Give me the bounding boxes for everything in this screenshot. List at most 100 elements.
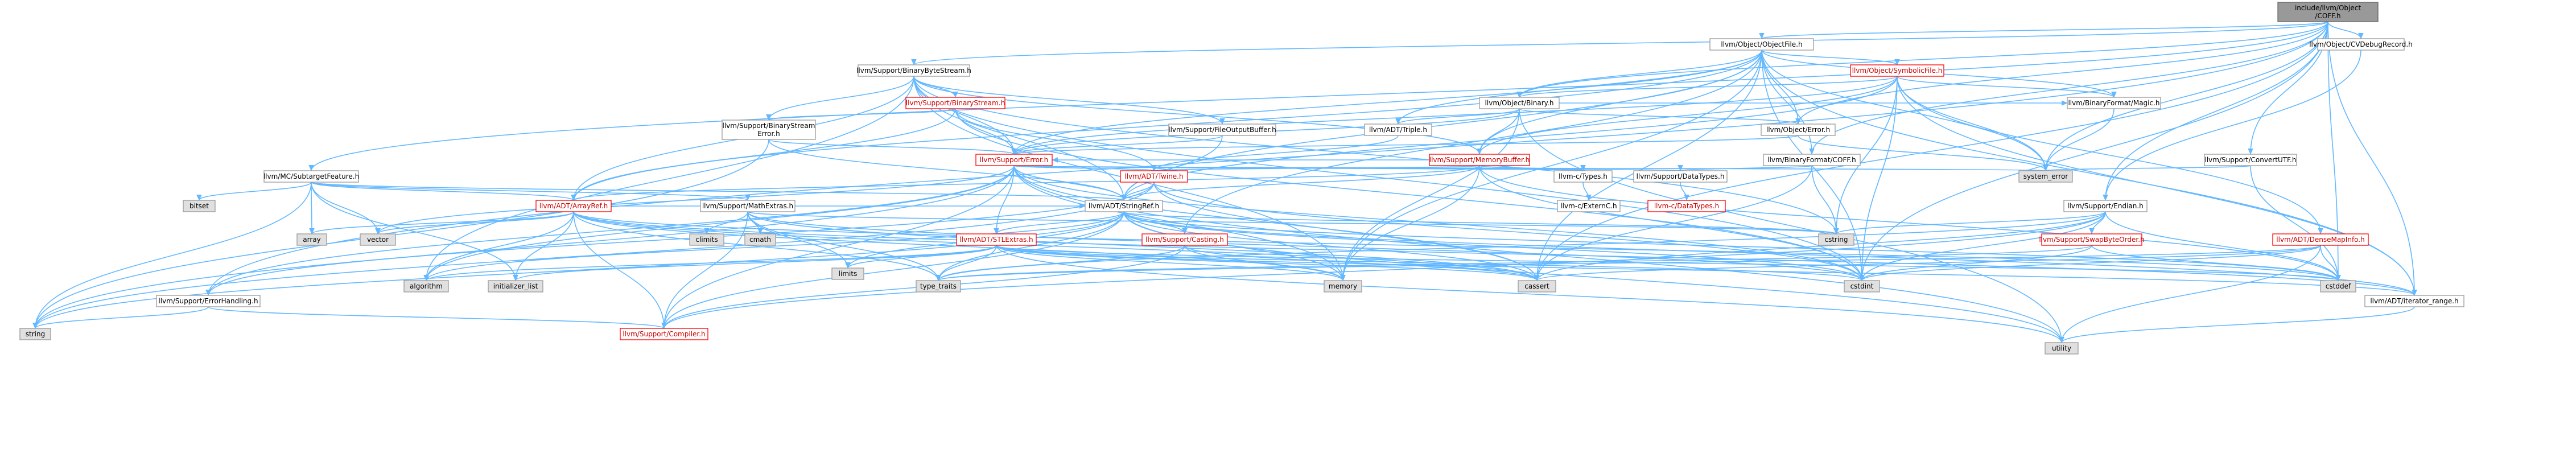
node-symbolicfile[interactable]: llvm/Object/SymbolicFile.h [1850, 64, 1944, 77]
node-box [2317, 38, 2405, 51]
edge-suppError-to-errhandling [208, 165, 1015, 295]
node-label: algorithm [410, 282, 443, 290]
node-bfmagic[interactable]: llvm/BinaryFormat/Magic.h [2067, 97, 2161, 109]
edge-mcsubtarget-to-string [35, 182, 312, 328]
edge-symbolicfile-to-syserror [1897, 76, 2046, 171]
node-mcsubtarget[interactable]: llvm/MC/SubtargetFeature.h [263, 170, 359, 183]
edge-root-to-objbinary [1519, 21, 2328, 97]
node-endian[interactable]: llvm/Support/Endian.h [2063, 200, 2148, 212]
node-box [831, 267, 864, 280]
node-box [1844, 280, 1880, 293]
edge-endian-to-compiler [664, 211, 2106, 328]
node-stlextras[interactable]: llvm/ADT/STLExtras.h [956, 233, 1037, 246]
edge-endian-to-cstring [1836, 211, 2106, 234]
edge-arrayref-to-cstddef [573, 211, 2338, 281]
node-datatypes[interactable]: llvm/Support/DataTypes.h [1633, 170, 1728, 183]
node-root[interactable]: include/llvm/Object/COFF.h [2277, 2, 2379, 22]
node-limits: limits [831, 267, 864, 280]
node-label: llvm/Support/FileOutputBuffer.h [1168, 126, 1276, 134]
edge-arrayref-to-initlist [516, 211, 574, 281]
node-box [1479, 97, 1560, 109]
node-box [722, 120, 816, 140]
node-arrayref[interactable]: llvm/ADT/ArrayRef.h [535, 200, 612, 212]
node-box [1647, 200, 1726, 212]
edge-objectfile-to-bfcoff [1761, 50, 1812, 154]
edge-stlextras-to-initlist [516, 245, 997, 281]
node-box [2067, 97, 2161, 109]
node-objbinary[interactable]: llvm/Object/Binary.h [1479, 97, 1560, 109]
node-cdatatypes[interactable]: llvm-c/DataTypes.h [1647, 200, 1726, 212]
edge-arrayref-to-algorithm [426, 211, 574, 281]
edge-stringref-to-algorithm [426, 211, 1124, 281]
node-membuf[interactable]: llvm/Support/MemoryBuffer.h [1429, 154, 1530, 166]
node-cvdebug[interactable]: llvm/Object/CVDebugRecord.h [2309, 38, 2413, 51]
node-label: llvm-c/Types.h [1559, 172, 1608, 180]
node-box [2204, 154, 2297, 166]
edge-stlextras-to-limits [848, 245, 997, 268]
node-suppError[interactable]: llvm/Support/Error.h [975, 154, 1053, 166]
node-casting[interactable]: llvm/Support/Casting.h [1141, 233, 1228, 246]
node-mathextras[interactable]: llvm/Support/MathExtras.h [700, 200, 796, 212]
edge-objbinary-to-utility [1519, 108, 2062, 343]
node-swapbyte[interactable]: llvm/Support/SwapByteOrder.h [2039, 233, 2145, 246]
node-box [1085, 200, 1163, 212]
edge-arrayref-to-compiler [573, 211, 664, 328]
node-label: llvm/ADT/Triple.h [1369, 126, 1427, 134]
node-box [360, 233, 396, 246]
edge-suppError-to-twine [1013, 166, 1154, 171]
node-box [956, 233, 1037, 246]
edge-stringref-to-string [35, 211, 1124, 328]
node-box [156, 295, 261, 307]
node-algorithm: algorithm [403, 280, 449, 293]
edge-objectfile-to-cassert [1537, 50, 1762, 281]
node-label: llvm/Support/Compiler.h [623, 330, 705, 338]
node-label: llvm/Support/SwapByteOrder.h [2039, 236, 2144, 244]
node-iterrange[interactable]: llvm/ADT/iterator_range.h [2364, 295, 2464, 307]
node-binarystream[interactable]: llvm/Support/BinaryStream.h [905, 97, 1005, 109]
edge-bfmagic-to-syserror [2046, 108, 2115, 171]
edge-suppError-to-algorithm [426, 165, 1015, 281]
node-bfcoff[interactable]: llvm/BinaryFormat/COFF.h [1763, 154, 1861, 166]
node-ctypes[interactable]: llvm-c/Types.h [1553, 170, 1613, 183]
edge-arrayref-to-array [312, 211, 574, 234]
node-fileoutbuf[interactable]: llvm/Support/FileOutputBuffer.h [1168, 123, 1276, 136]
edge-mcsubtarget-to-array [311, 182, 312, 234]
node-twine[interactable]: llvm/ADT/Twine.h [1120, 170, 1188, 183]
node-triple[interactable]: llvm/ADT/Triple.h [1364, 123, 1432, 136]
node-typetraits: type_traits [916, 280, 961, 293]
edge-root-to-cstdint [1862, 21, 2328, 281]
edge-cvdebug-to-endian [2105, 50, 2361, 200]
node-objectfile[interactable]: llvm/Object/ObjectFile.h [1709, 38, 1814, 51]
node-cstddef: cstddef [2320, 280, 2356, 293]
node-label: memory [1329, 282, 1357, 290]
nodes: include/llvm/Object/COFF.h llvm/Object/Ob… [19, 2, 2464, 355]
edge-root-to-cassert [1537, 21, 2328, 281]
node-compiler[interactable]: llvm/Support/Compiler.h [620, 328, 708, 340]
edge-casting-to-memory [1184, 245, 1343, 281]
node-label: llvm/Object/CVDebugRecord.h [2309, 40, 2413, 48]
node-box [1120, 170, 1188, 183]
node-densemapinfo[interactable]: llvm/ADT/DenseMapInfo.h [2272, 233, 2369, 246]
edge-binbytestream-to-membuf [913, 76, 1479, 154]
edge-arrayref-to-iterrange [573, 211, 2414, 295]
node-externc[interactable]: llvm-c/ExternC.h [1557, 200, 1621, 212]
edge-objectfile-to-symbolicfile [1761, 50, 1897, 65]
node-label: llvm/MC/SubtargetFeature.h [263, 172, 359, 180]
node-box [296, 233, 327, 246]
edge-stringref-to-iterrange [1123, 211, 2414, 295]
node-binbytestream[interactable]: llvm/Support/BinaryByteStream.h [856, 64, 971, 77]
node-convertutf[interactable]: llvm/Support/ConvertUTF.h [2204, 154, 2297, 166]
edge-suppError-to-vector [378, 165, 1015, 234]
node-box [1709, 38, 1814, 51]
node-box [1761, 123, 1836, 136]
edge-membuf-to-ctypes [1479, 166, 1583, 171]
node-stringref[interactable]: llvm/ADT/StringRef.h [1085, 200, 1163, 212]
node-box [1429, 154, 1530, 166]
node-cmath: cmath [744, 233, 776, 246]
edge-arrayref-to-typetraits [573, 211, 938, 281]
node-errhandling[interactable]: llvm/Support/ErrorHandling.h [156, 295, 261, 307]
node-label: llvm/ADT/StringRef.h [1089, 202, 1159, 210]
node-objerror[interactable]: llvm/Object/Error.h [1761, 123, 1836, 136]
